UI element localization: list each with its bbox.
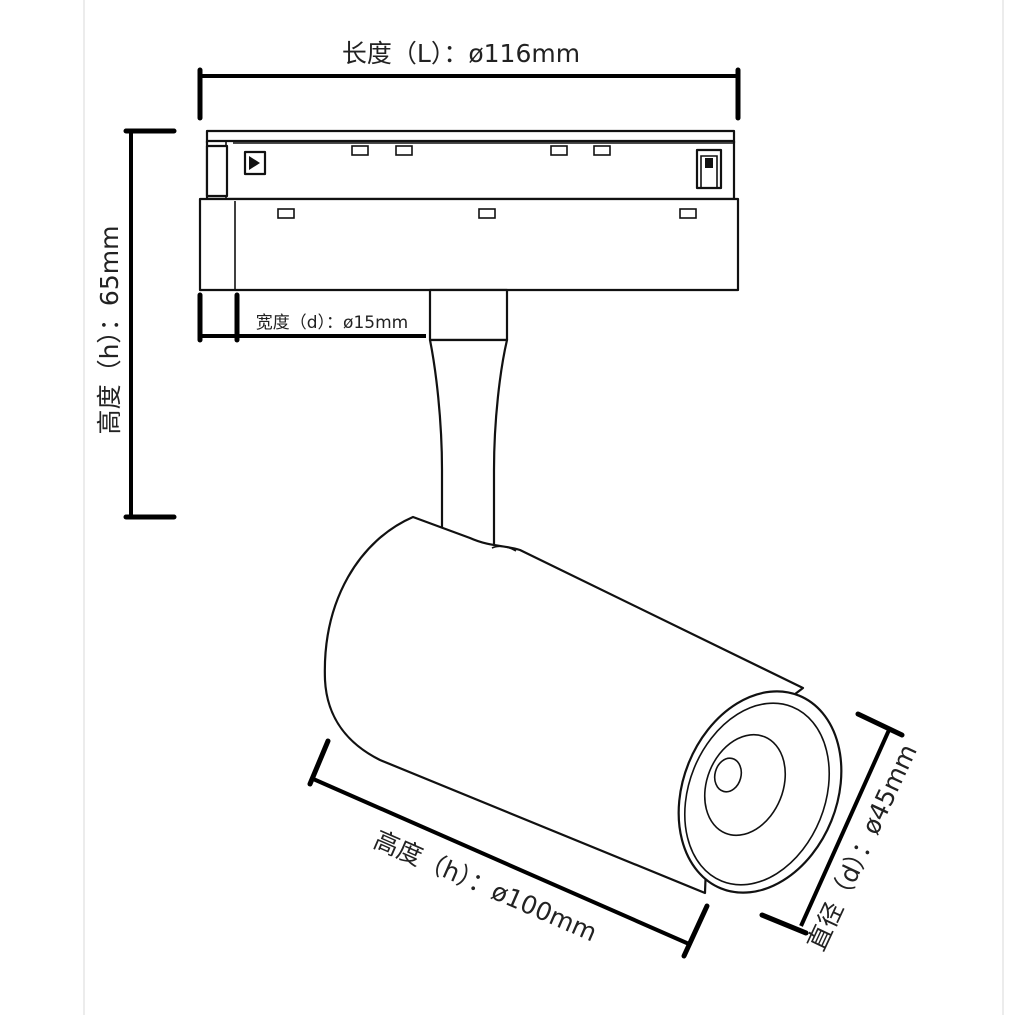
lamp-cylinder bbox=[323, 515, 843, 895]
front-rim-inner bbox=[683, 702, 831, 886]
adapter-left-clip bbox=[205, 144, 229, 198]
lens-center bbox=[713, 757, 743, 793]
lower-slot bbox=[277, 208, 295, 219]
dimension-length: 长度（L）：ø116mm bbox=[197, 39, 741, 121]
diameter-dimension-line bbox=[799, 729, 891, 927]
top-slot bbox=[395, 145, 413, 156]
dimension-width: 宽度（d）：ø15mm bbox=[197, 292, 426, 343]
top-slot bbox=[550, 145, 568, 156]
stem-arm bbox=[428, 338, 509, 550]
right-contact-marker-icon bbox=[705, 158, 713, 168]
adapter-upper-box bbox=[205, 139, 736, 201]
lower-slot bbox=[679, 208, 697, 219]
right-contact-bracket-icon bbox=[700, 155, 718, 188]
body-length-cap-right bbox=[681, 903, 710, 959]
left-contact-arrow-icon bbox=[249, 156, 260, 170]
track-adapter bbox=[198, 129, 740, 292]
width-label: 宽度（d）：ø15mm bbox=[256, 313, 408, 333]
diameter-cap-bottom bbox=[759, 912, 809, 936]
dimension-total-height: 高度（h）：65mm bbox=[95, 128, 177, 520]
body-length-dimension-line bbox=[310, 776, 690, 946]
lamp-stem bbox=[428, 288, 509, 550]
lower-slot bbox=[478, 208, 496, 219]
stem-collar bbox=[428, 288, 509, 342]
length-label: 长度（L）：ø116mm bbox=[342, 39, 580, 68]
body-length-cap-left bbox=[307, 738, 331, 787]
front-rim-outer bbox=[677, 690, 843, 894]
cylinder-joint bbox=[491, 545, 517, 552]
top-slot bbox=[351, 145, 369, 156]
reflector-ring bbox=[703, 733, 787, 837]
total-height-label: 高度（h）：65mm bbox=[95, 226, 124, 435]
diameter-cap-top bbox=[855, 711, 905, 738]
body-length-label: 高度（h）：ø100mm bbox=[370, 825, 602, 947]
top-slot bbox=[593, 145, 611, 156]
